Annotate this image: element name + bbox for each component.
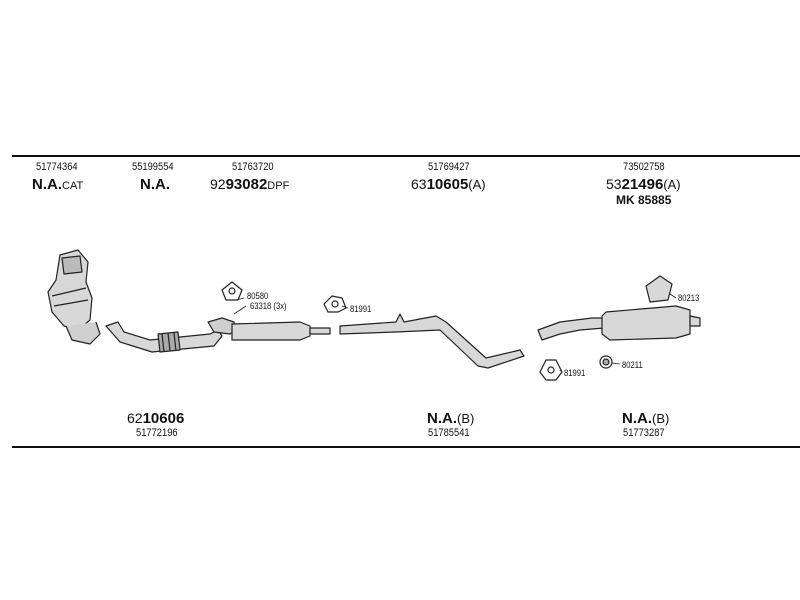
rear-silencer <box>537 305 701 341</box>
mk-label: MK 85885 <box>616 193 672 207</box>
oe-number: 51763720 <box>232 161 274 173</box>
catalytic-converter <box>47 249 101 345</box>
oe-number: 51774364 <box>36 161 78 173</box>
part-label: 9293082DPF <box>210 176 290 193</box>
part-label: N.A.CAT <box>32 176 84 193</box>
ring-80211 <box>599 355 613 369</box>
part-label: N.A.(B) <box>622 410 670 427</box>
callout-label: 81991 <box>350 304 372 314</box>
oe-number: 51773287 <box>623 427 665 439</box>
clamp-81991-rear <box>539 359 563 381</box>
callout-label: 80211 <box>622 360 643 370</box>
callout-label: 80213 <box>678 293 700 303</box>
clamp-80580 <box>221 281 243 301</box>
hanger-80213 <box>645 275 673 303</box>
part-label: 6310605(A) <box>411 176 486 193</box>
part-label: 6210606 <box>127 410 185 427</box>
part-label: 5321496(A) <box>606 176 681 193</box>
oe-number: 73502758 <box>623 161 665 173</box>
callout-label: 80580 <box>247 291 269 301</box>
oe-number: 55199554 <box>132 161 174 173</box>
clamp-81991 <box>323 295 347 313</box>
oe-number: 51769427 <box>428 161 470 173</box>
dpf-pipe <box>207 317 331 341</box>
bottom-rule <box>12 446 800 448</box>
part-label: N.A. <box>140 176 170 193</box>
part-label: N.A.(B) <box>427 410 475 427</box>
callout-label: 81991 <box>564 368 586 378</box>
callout-label: 63318 (3x) <box>250 301 287 311</box>
middle-pipe <box>339 313 525 369</box>
oe-number: 51785541 <box>428 427 470 439</box>
front-pipe <box>105 321 223 353</box>
oe-number: 51772196 <box>136 427 178 439</box>
top-rule <box>12 155 800 157</box>
